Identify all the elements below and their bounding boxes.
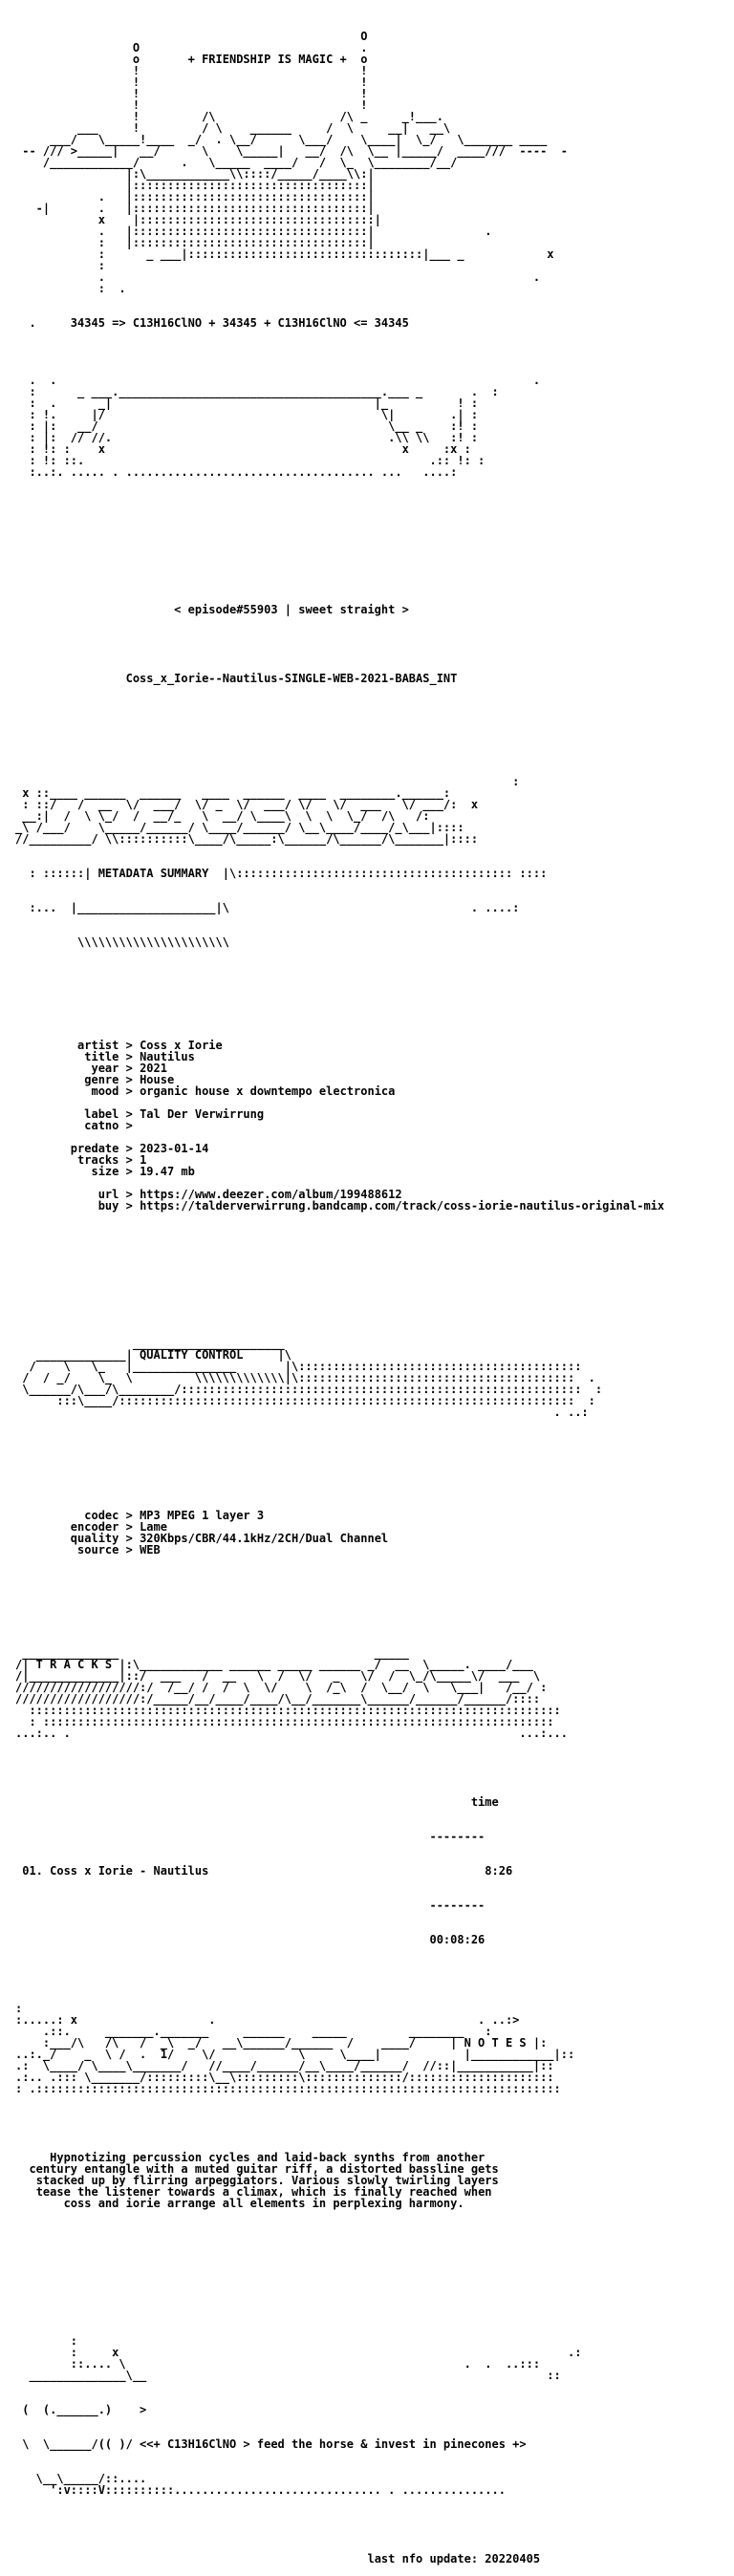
kv-label: url	[15, 1188, 119, 1201]
track-list: 01. Coss x Iorie - Nautilus 8:26	[15, 1865, 664, 1877]
kv-separator: >	[119, 1165, 140, 1178]
notes-list: Hypnotizing percussion cycles and laid-b…	[15, 2152, 664, 2209]
kv-label: source	[15, 1543, 119, 1556]
notes-line: coss and iorie arrange all elements in p…	[15, 2198, 664, 2209]
kv-row: artist > Coss x Iorie	[15, 1040, 664, 1051]
kv-value: 2021	[140, 1062, 167, 1075]
kv-separator: >	[119, 1543, 140, 1556]
kv-row: label > Tal Der Verwirrung	[15, 1108, 664, 1120]
total-rule-row: --------	[15, 1900, 664, 1911]
kv-row: predate > 2023-01-14	[15, 1143, 664, 1154]
group-line-text: < episode#55903 | sweet straight >	[174, 603, 409, 616]
kv-value: WEB	[140, 1543, 161, 1556]
kv-label: size	[15, 1165, 119, 1178]
kv-separator: >	[119, 1153, 140, 1167]
track-name: Coss x Iorie - Nautilus	[50, 1864, 458, 1878]
kv-value: 320Kbps/CBR/44.1kHz/2CH/Dual Channel	[140, 1532, 389, 1545]
kv-label: mood	[15, 1084, 119, 1098]
track-time: 8:26	[457, 1864, 513, 1878]
formula-text: 34345 => C13H16ClNO + 34345 + C13H16ClNO…	[70, 316, 409, 330]
group-line: < episode#55903 | sweet straight >	[15, 604, 664, 615]
track-row: 01. Coss x Iorie - Nautilus 8:26	[15, 1865, 664, 1877]
kv-row: buy > https://talderverwirrung.bandcamp.…	[15, 1200, 664, 1212]
kv-separator: >	[119, 1073, 140, 1086]
kv-row: title > Nautilus	[15, 1051, 664, 1063]
kv-separator: >	[119, 1199, 140, 1213]
nfo-page: { "art": { "header": " O\n O .\n o + FRI…	[15, 31, 665, 2565]
release-name-line: Coss_x_Iorie--Nautilus-SINGLE-WEB-2021-B…	[15, 673, 664, 684]
quality-list: codec > MP3 MPEG 1 layer 3 encoder > Lam…	[15, 1510, 664, 1556]
release-name: Coss_x_Iorie--Nautilus-SINGLE-WEB-2021-B…	[125, 672, 458, 685]
metadata-box-bottom: :... |____________________|\ . ....:	[15, 901, 520, 914]
metadata-list: artist > Coss x Iorie title > Nautilus y…	[15, 1040, 664, 1212]
kv-value: 1	[140, 1153, 147, 1167]
notes-text: coss and iorie arrange all elements in p…	[63, 2197, 464, 2210]
metadata-box-shadow: \\\\\\\\\\\\\\\\\\\\\\	[15, 935, 229, 949]
kv-label: genre	[15, 1073, 119, 1086]
time-rule-row: --------	[15, 1831, 664, 1842]
kv-label: label	[15, 1107, 119, 1121]
kv-separator: >	[119, 1039, 140, 1052]
kv-label: artist	[15, 1039, 119, 1052]
notes-header-art: : :.....: x . . ..:> .::. _______.______…	[15, 2002, 575, 2095]
formula-line: . 34345 => C13H16ClNO + 34345 + C13H16Cl…	[15, 316, 409, 330]
footer-slogan-row: \ \______/(( )/ <<+ C13H16ClNO > feed th…	[15, 2438, 664, 2450]
footer-art-bottom: \__\_____/::.... ':v::::V::::::::::.....…	[35, 2472, 506, 2497]
kv-value: https://www.deezer.com/album/199488612	[140, 1188, 402, 1201]
kv-separator: >	[119, 1084, 140, 1098]
total-rule: --------	[429, 1899, 486, 1912]
logo-banner-bottom: . . . : _ ___.__________________________…	[29, 374, 541, 479]
kv-label: catno	[15, 1119, 119, 1132]
kv-separator: >	[119, 1050, 140, 1063]
time-rule: --------	[429, 1830, 486, 1843]
kv-separator: >	[119, 1142, 140, 1155]
total-time: 00:08:26	[429, 1933, 486, 1946]
time-header-row: time	[15, 1796, 664, 1808]
kv-label: predate	[15, 1142, 119, 1155]
header-ascii-art: O O . o + FRIENDSHIP IS MAGIC + o ! ! !	[22, 30, 568, 295]
nfo-text: O O . o + FRIENDSHIP IS MAGIC + o ! ! !	[15, 8, 664, 2576]
kv-row: url > https://www.deezer.com/album/19948…	[15, 1189, 664, 1200]
kv-value: House	[140, 1073, 175, 1086]
kv-separator: >	[119, 1188, 140, 1201]
kv-row: source > WEB	[15, 1544, 664, 1556]
kv-label: title	[15, 1050, 119, 1063]
kv-row: mood > organic house x downtempo electro…	[15, 1085, 664, 1097]
kv-value: 19.47 mb	[140, 1165, 195, 1178]
kv-value: https://talderverwirrung.bandcamp.com/tr…	[140, 1199, 665, 1213]
kv-label: year	[15, 1062, 119, 1075]
kv-row: tracks > 1	[15, 1154, 664, 1166]
kv-separator: >	[119, 1062, 140, 1075]
kv-value: Nautilus	[140, 1050, 195, 1063]
last-update-row: last nfo update: 20220405	[15, 2553, 664, 2565]
metadata-box-title: METADATA SUMMARY	[97, 867, 209, 880]
kv-value: Coss x Iorie	[140, 1039, 223, 1052]
metadata-header-art: : x ::____ ______ ______ ____ ______ ___…	[15, 775, 520, 846]
kv-label: tracks	[15, 1153, 119, 1167]
time-header: time	[470, 1795, 499, 1809]
footer-art-top: : : x .: ::.... \ . . ..::: ____________…	[29, 2334, 582, 2382]
kv-value: Tal Der Verwirrung	[140, 1107, 265, 1121]
footer-art-left: ( (.______.) >	[15, 2403, 147, 2416]
kv-row: year > 2021	[15, 1063, 664, 1074]
footer-art-mid: \ \______/(( )/ <<	[15, 2437, 154, 2451]
track-number: 01.	[15, 1864, 51, 1878]
metadata-box-row: : ::::::| METADATA SUMMARY |\:::::::::::…	[15, 867, 548, 880]
kv-value: organic house x downtempo electronica	[140, 1084, 396, 1098]
kv-row: size > 19.47 mb	[15, 1166, 664, 1177]
kv-row: catno >	[15, 1120, 664, 1131]
quality-header-art: ______________________ _____________| QU…	[22, 1337, 603, 1419]
kv-row: genre > House	[15, 1074, 664, 1085]
kv-separator: >	[119, 1107, 140, 1121]
kv-value: 2023-01-14	[140, 1142, 209, 1155]
footer-slogan: + C13H16ClNO > feed the horse & invest i…	[153, 2437, 527, 2451]
total-time-row: 00:08:26	[15, 1934, 664, 1945]
last-update: last nfo update: 20220405	[367, 2552, 541, 2565]
kv-label: buy	[15, 1199, 119, 1213]
kv-separator: >	[119, 1119, 140, 1132]
tracks-header-art: ______________ _____ /| T R A C K S |:\_…	[15, 1646, 568, 1740]
